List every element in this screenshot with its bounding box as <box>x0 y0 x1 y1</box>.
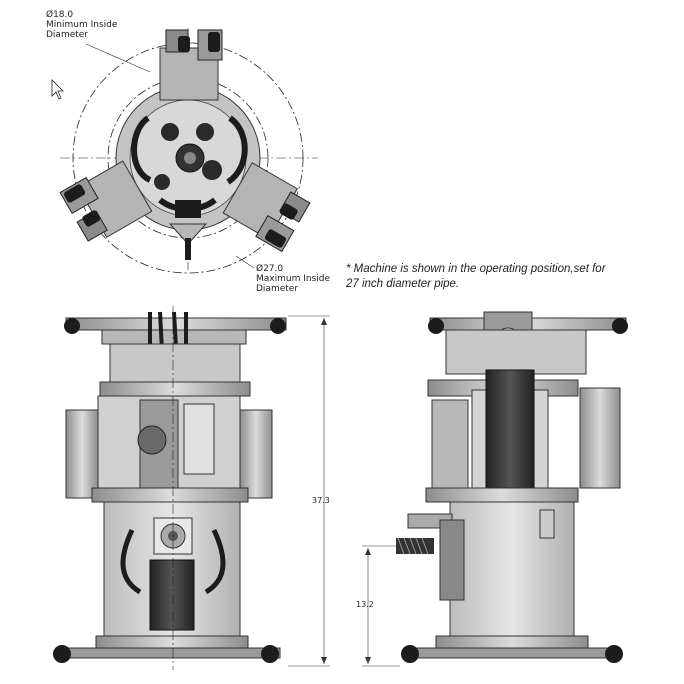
operating-position-note: * Machine is shown in the operating posi… <box>346 262 606 292</box>
note-line1: * Machine is shown in the operating posi… <box>346 263 606 275</box>
front-view <box>53 306 287 670</box>
overall-height-dimension <box>288 315 330 667</box>
max-diameter-value: Ø27.0 <box>256 264 284 274</box>
top-arm <box>159 29 223 101</box>
min-diameter-line1: Minimum Inside <box>46 20 118 30</box>
note-line2: 27 inch diameter pipe. <box>346 278 460 290</box>
min-diameter-value: Ø18.0 <box>46 10 74 20</box>
max-diameter-line2: Diameter <box>256 284 299 294</box>
side-view <box>396 311 628 663</box>
side-height-value: 13.2 <box>356 600 374 609</box>
mouse-pointer-icon <box>51 79 64 100</box>
max-diameter-label: Ø27.0 Maximum Inside Diameter <box>256 264 330 294</box>
max-diameter-line1: Maximum Inside <box>256 274 331 284</box>
min-diameter-label: Ø18.0 Minimum Inside Diameter <box>46 10 117 40</box>
overall-height-value: 37.3 <box>312 496 330 505</box>
side-height-dimension <box>362 545 400 667</box>
left-arm <box>59 160 153 242</box>
min-diameter-line2: Diameter <box>46 30 89 40</box>
right-arm <box>222 162 311 253</box>
top-view <box>59 28 318 274</box>
